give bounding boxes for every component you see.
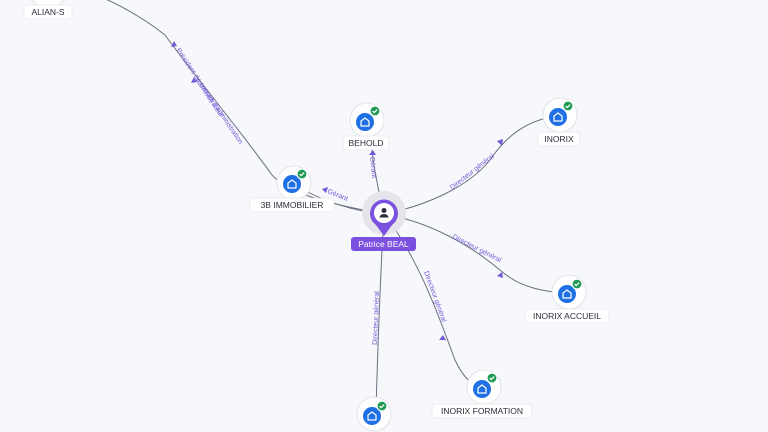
- arrow-inorix-formation: [439, 335, 446, 340]
- person-icon: [379, 208, 389, 218]
- check-glyph: [372, 109, 378, 114]
- building-icon: [356, 113, 374, 131]
- person-name: Patrice BEAL: [358, 239, 409, 249]
- building-glyph: [287, 179, 297, 189]
- edge-arrows: [171, 41, 503, 340]
- company-node-bottom-company[interactable]: [356, 396, 392, 432]
- arrow-inorix-accueil: [497, 272, 503, 278]
- company-label-bg: [537, 131, 581, 147]
- building-glyph: [562, 289, 572, 299]
- arrow-alian-s-president: [171, 41, 177, 47]
- company-label-bg: [249, 197, 335, 213]
- edge-inorix-accueil: [383, 213, 569, 294]
- arrow-3b-immobilier: [322, 187, 328, 193]
- relation-label-behold: Gérant: [368, 156, 377, 178]
- building-glyph: [553, 112, 563, 122]
- building-glyph: [477, 384, 487, 394]
- edge-alian-s: [106, 0, 385, 215]
- company-node-inorix[interactable]: INORIX: [537, 97, 581, 147]
- relation-label-bottom-company: Directeur général: [372, 291, 381, 345]
- relation-label-alian-s-admin: Administrateur: [193, 77, 224, 119]
- arrow-inorix: [497, 139, 503, 146]
- company-node-inorix-formation[interactable]: INORIX FORMATION: [431, 369, 533, 419]
- company-node-3b-immobilier[interactable]: 3B IMMOBILIER: [249, 165, 335, 213]
- arrow-behold: [369, 150, 376, 155]
- relation-label-inorix: Directeur général: [449, 153, 496, 192]
- company-label: INORIX FORMATION: [441, 406, 523, 416]
- company-label-bg: [23, 4, 73, 20]
- company-label: INORIX: [544, 134, 574, 144]
- edge-inorix: [383, 115, 561, 215]
- check-glyph: [574, 282, 580, 287]
- company-label: ALIAN-S: [31, 7, 64, 17]
- company-label: BEHOLD: [349, 138, 384, 148]
- check-glyph: [565, 104, 571, 109]
- company-label: 3B IMMOBILIER: [261, 200, 324, 210]
- company-node-inorix-accueil[interactable]: INORIX ACCUEIL: [524, 274, 610, 324]
- company-label-bg: [431, 403, 533, 419]
- check-glyph: [299, 172, 305, 177]
- arrow-alian-s-admin: [191, 77, 197, 83]
- relation-label-inorix-formation: Directeur général: [422, 270, 447, 323]
- company-label-bg: [524, 308, 610, 324]
- edge-labels: Président du conseil d'administration Ad…: [174, 47, 502, 345]
- person-node-patrice-beal[interactable]: Patrice BEAL: [351, 191, 416, 251]
- company-node-behold[interactable]: BEHOLD: [342, 102, 390, 151]
- company-label: INORIX ACCUEIL: [533, 311, 601, 321]
- building-glyph: [367, 411, 377, 421]
- relation-label-inorix-accueil: Directeur général: [451, 234, 502, 265]
- building-glyph: [360, 117, 370, 127]
- person-label-bg: [351, 237, 416, 251]
- check-glyph: [379, 404, 385, 409]
- building-icon: [473, 380, 491, 398]
- company-node-alian-s[interactable]: ALIAN-S: [23, 0, 73, 20]
- building-icon: [549, 108, 567, 126]
- check-glyph: [489, 376, 495, 381]
- company-label-bg: [342, 135, 390, 151]
